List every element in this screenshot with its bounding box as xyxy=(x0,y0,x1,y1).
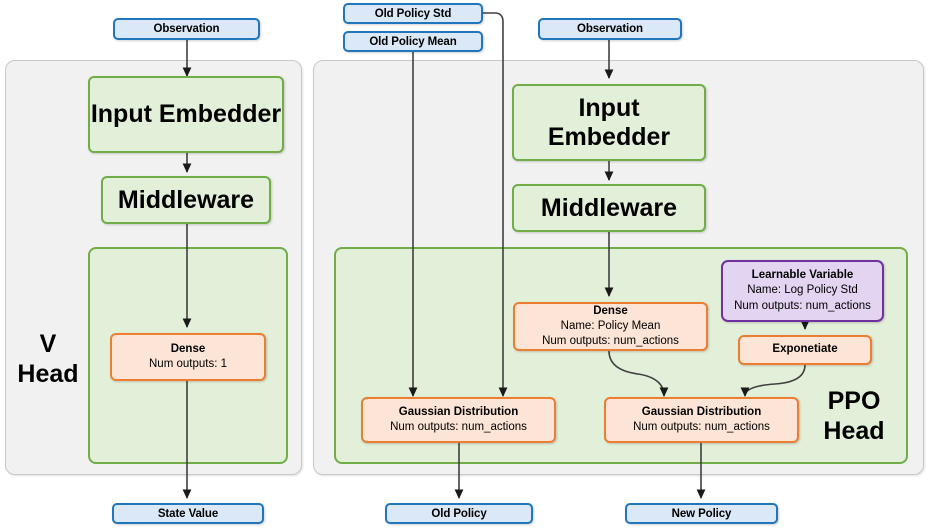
output-old-policy[interactable]: Old Policy xyxy=(385,503,533,524)
output-new-policy-label: New Policy xyxy=(671,507,732,520)
ppo-input-embedder-label: Input Embedder xyxy=(547,93,671,151)
ppo-gaussian-old-num-outputs: Num outputs: num_actions xyxy=(390,421,527,433)
input-old-policy-std[interactable]: Old Policy Std xyxy=(343,3,483,24)
output-state-value[interactable]: State Value xyxy=(112,503,264,524)
ppo-gaussian-new-num-outputs: Num outputs: num_actions xyxy=(633,421,770,433)
v-dense[interactable]: Dense Num outputs: 1 xyxy=(110,333,266,381)
input-old-policy-std-label: Old Policy Std xyxy=(374,7,452,20)
v-dense-title: Dense xyxy=(170,342,206,355)
input-old-policy-mean-label: Old Policy Mean xyxy=(369,35,457,48)
ppo-middleware-label: Middleware xyxy=(540,193,678,222)
input-observation-v-label: Observation xyxy=(153,23,220,35)
ppo-exponetiate[interactable]: Exponetiate xyxy=(738,335,872,365)
ppo-gaussian-old-title: Gaussian Distribution xyxy=(398,405,519,418)
ppo-learnable-variable-name: Name: Log Policy Std xyxy=(747,284,858,297)
ppo-head-label: PPO Head xyxy=(810,387,898,446)
ppo-middleware[interactable]: Middleware xyxy=(512,184,706,232)
ppo-head-label-line2: Head xyxy=(823,416,885,445)
v-head-label: V Head xyxy=(12,330,84,389)
v-input-embedder-label: Input Embedder xyxy=(90,100,282,128)
ppo-learnable-variable[interactable]: Learnable Variable Name: Log Policy Std … xyxy=(721,260,884,322)
v-head-label-line2: Head xyxy=(17,359,79,388)
output-state-value-label: State Value xyxy=(157,507,219,520)
ppo-head-label-line1: PPO xyxy=(827,387,881,415)
ppo-gaussian-distribution-old[interactable]: Gaussian Distribution Num outputs: num_a… xyxy=(361,397,556,443)
v-middleware-label: Middleware xyxy=(117,185,255,214)
ppo-input-embedder[interactable]: Input Embedder xyxy=(512,84,706,161)
ppo-gaussian-distribution-new[interactable]: Gaussian Distribution Num outputs: num_a… xyxy=(604,397,799,443)
v-head-label-line1: V xyxy=(39,330,57,358)
ppo-exponetiate-label: Exponetiate xyxy=(772,343,838,356)
input-observation-v[interactable]: Observation xyxy=(113,18,260,40)
output-old-policy-label: Old Policy xyxy=(431,507,487,520)
v-dense-num-outputs: Num outputs: 1 xyxy=(149,358,227,370)
ppo-dense-policy-mean[interactable]: Dense Name: Policy Mean Num outputs: num… xyxy=(513,302,708,351)
input-observation-ppo[interactable]: Observation xyxy=(538,18,682,40)
ppo-dense-title: Dense xyxy=(593,304,628,317)
ppo-dense-name: Name: Policy Mean xyxy=(560,319,661,332)
ppo-learnable-variable-num-outputs: Num outputs: num_actions xyxy=(734,299,871,312)
ppo-learnable-variable-title: Learnable Variable xyxy=(751,269,854,282)
input-observation-ppo-label: Observation xyxy=(576,23,643,35)
v-input-embedder[interactable]: Input Embedder xyxy=(88,76,284,153)
ppo-gaussian-new-title: Gaussian Distribution xyxy=(641,405,762,418)
v-middleware[interactable]: Middleware xyxy=(101,176,271,224)
ppo-dense-num-outputs: Num outputs: num_actions xyxy=(542,335,679,348)
output-new-policy[interactable]: New Policy xyxy=(625,503,778,524)
input-old-policy-mean[interactable]: Old Policy Mean xyxy=(343,31,483,52)
